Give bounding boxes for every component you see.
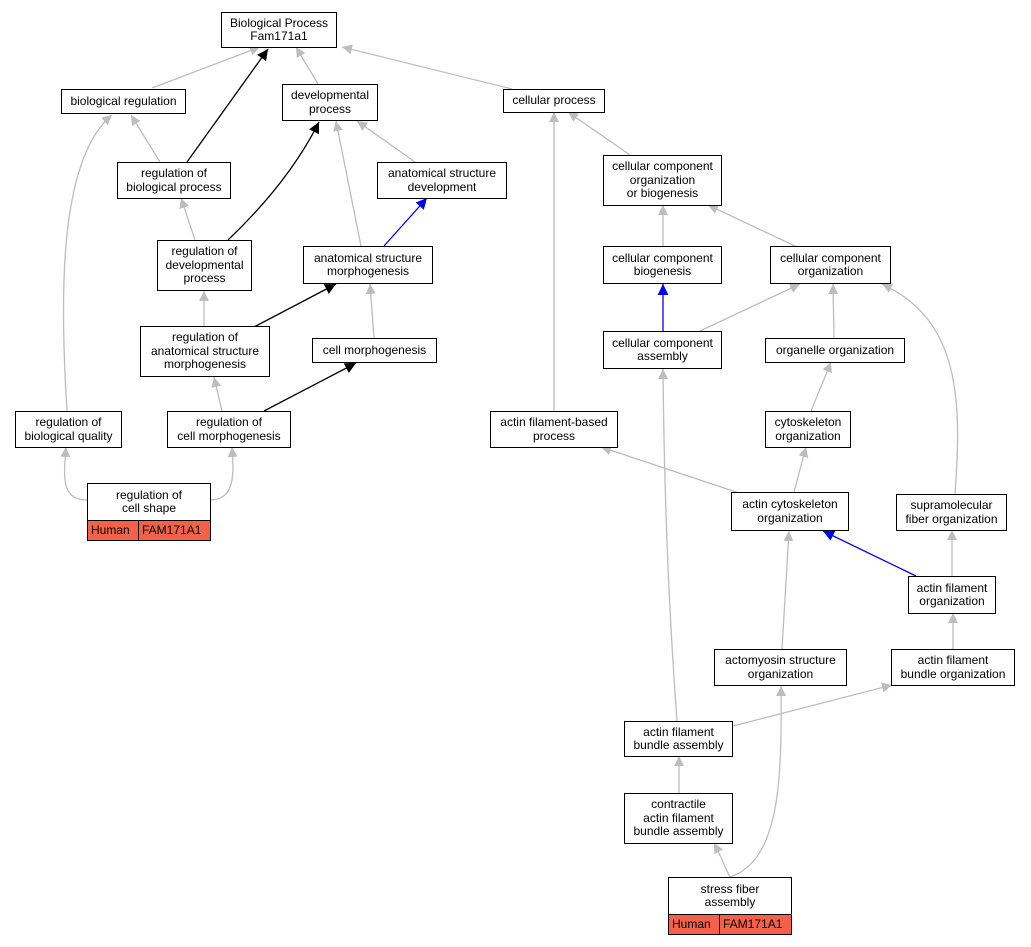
edge-actincyto-cytoorg	[793, 446, 809, 493]
node-actin-filament-bundle-assembly[interactable]: actin filament bundle assembly	[624, 721, 733, 757]
edge-regcellmorph-cellmorph	[263, 362, 357, 412]
annotation-row: Human FAM171A1	[88, 520, 210, 540]
annotation-species: Human	[88, 521, 139, 540]
node-cc-biogenesis[interactable]: cellular component biogenesis	[603, 246, 722, 284]
edge-bundleassem-bundleorg	[732, 682, 893, 727]
leaf-label: regulation of cell shape	[115, 487, 183, 515]
edge-ccorg-ccob	[707, 204, 796, 247]
edge-anatdev-devproc	[356, 120, 416, 163]
edge-stressfiber-contractile	[713, 842, 731, 878]
annotation-gene: FAM171A1	[723, 917, 783, 931]
node-regulation-of-anatomical-structure-morphogenesis[interactable]: regulation of anatomical structure morph…	[140, 326, 270, 377]
node-regulation-of-developmental-process[interactable]: regulation of developmental process	[157, 240, 252, 291]
edge-regdev-regbio	[179, 197, 196, 241]
edge-anatmorph-devproc	[333, 120, 362, 247]
node-developmental-process[interactable]: developmental process	[282, 84, 378, 121]
edge-regqual-bioreg	[62, 114, 113, 412]
node-cytoskeleton-organization[interactable]: cytoskeleton organization	[765, 411, 851, 448]
edge-cytoorg-organelle	[810, 361, 832, 412]
edge-bundleassem-ccassem	[658, 368, 678, 722]
edge-organelle-ccorg	[828, 283, 839, 339]
edge-regdev-devproc	[227, 121, 320, 241]
edge-cellproc-root	[341, 44, 513, 90]
edge-regcellmorph-reganat	[211, 376, 223, 412]
edge-regbio-bioreg	[130, 114, 161, 163]
edge-cellshape-regcellmorph	[209, 446, 238, 501]
node-contractile-actin-filament-bundle-assembly[interactable]: contractile actin filament bundle assemb…	[624, 793, 733, 844]
leaf-label: stress fiber assembly	[700, 881, 760, 909]
edge-supramol-ccorg	[881, 283, 959, 495]
edge-actomyo-actincyto	[781, 530, 794, 650]
node-actin-cytoskeleton-organization[interactable]: actin cytoskeleton organization	[731, 492, 849, 531]
leaf-stress-fiber-assembly[interactable]: stress fiber assembly Human FAM171A1	[668, 877, 792, 935]
edge-cellshape-regqual	[60, 446, 88, 501]
edge-actinfil-actincyto	[822, 530, 917, 577]
edge-regbio-root	[186, 48, 269, 163]
edge-cellmorph-anatmorph	[365, 283, 376, 339]
edge-reganat-anatmorph	[253, 283, 337, 328]
node-actin-filament-based-process[interactable]: actin filament-based process	[490, 411, 618, 448]
node-biological-regulation[interactable]: biological regulation	[61, 89, 186, 114]
node-root[interactable]: Biological Process Fam171a1	[221, 12, 337, 48]
node-cell-morphogenesis[interactable]: cell morphogenesis	[312, 338, 437, 363]
node-actin-filament-organization[interactable]: actin filament organization	[908, 576, 996, 614]
node-regulation-of-biological-process[interactable]: regulation of biological process	[117, 162, 231, 199]
node-actomyosin-structure-organization[interactable]: actomyosin structure organization	[714, 649, 847, 686]
annotation-species: Human	[669, 915, 720, 934]
edge-anatmorph-anatdev	[383, 197, 428, 247]
annotation-row: Human FAM171A1	[669, 914, 791, 934]
node-regulation-of-biological-quality[interactable]: regulation of biological quality	[15, 411, 122, 448]
edge-devproc-root	[295, 46, 319, 85]
node-anatomical-structure-morphogenesis[interactable]: anatomical structure morphogenesis	[303, 246, 433, 284]
edge-stressfiber-actomyo	[729, 685, 787, 878]
edge-actincyto-actinproc	[600, 445, 743, 495]
edge-ccassem-ccorg	[699, 283, 801, 332]
node-actin-filament-bundle-organization[interactable]: actin filament bundle organization	[891, 649, 1015, 686]
node-cellular-process[interactable]: cellular process	[503, 89, 605, 113]
node-cc-organization-or-biogenesis[interactable]: cellular component organization or bioge…	[603, 155, 722, 206]
node-cc-assembly[interactable]: cellular component assembly	[603, 331, 722, 369]
node-anatomical-structure-development[interactable]: anatomical structure development	[377, 162, 507, 199]
annotation-gene: FAM171A1	[142, 523, 202, 537]
edge-ccob-cellproc	[567, 111, 631, 156]
leaf-regulation-of-cell-shape[interactable]: regulation of cell shape Human FAM171A1	[87, 483, 211, 541]
edge-bioreg-root	[151, 45, 261, 89]
node-cc-organization[interactable]: cellular component organization	[770, 246, 891, 284]
node-supramolecular-fiber-organization[interactable]: supramolecular fiber organization	[896, 494, 1007, 531]
node-organelle-organization[interactable]: organelle organization	[765, 338, 905, 363]
node-regulation-of-cell-morphogenesis[interactable]: regulation of cell morphogenesis	[167, 411, 291, 448]
